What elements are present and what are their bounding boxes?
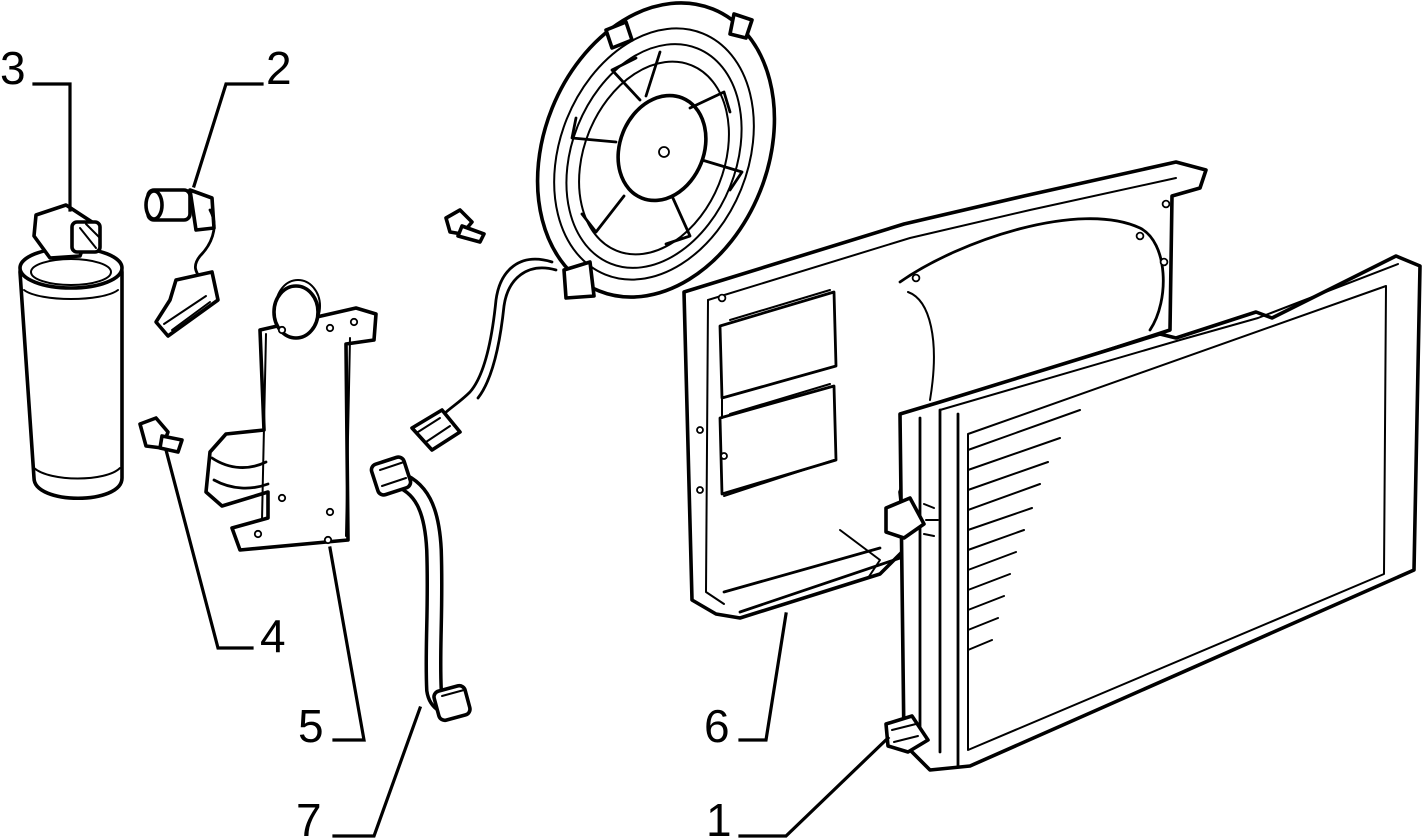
leader-5	[328, 546, 366, 742]
leader-2	[191, 82, 264, 189]
leader-6	[738, 612, 788, 742]
part-receiver-drier	[18, 203, 124, 501]
part-fan-shroud	[682, 160, 1208, 620]
callout-7: 7	[296, 794, 322, 840]
callout-5: 5	[298, 700, 324, 752]
callout-2: 2	[266, 42, 292, 94]
part-pressure-switch	[144, 188, 220, 338]
part-electric-fan	[410, 1, 777, 452]
part-bolt	[138, 416, 184, 454]
part-mounting-bracket	[204, 279, 378, 552]
callout-3: 3	[0, 42, 26, 94]
leader-4	[164, 448, 254, 650]
callout-4: 4	[260, 610, 286, 662]
callout-labels: 1 2 3 4 5 6 7	[0, 42, 732, 840]
condenser-fins	[967, 409, 1081, 651]
leader-1	[738, 735, 891, 838]
callout-6: 6	[704, 700, 730, 752]
leader-7	[332, 705, 423, 838]
part-refrigerant-pipe	[369, 455, 472, 723]
part-condenser	[884, 254, 1422, 772]
leader-3	[32, 82, 72, 212]
leader-lines	[32, 82, 891, 838]
part-screw	[444, 208, 486, 244]
callout-1: 1	[706, 794, 732, 840]
